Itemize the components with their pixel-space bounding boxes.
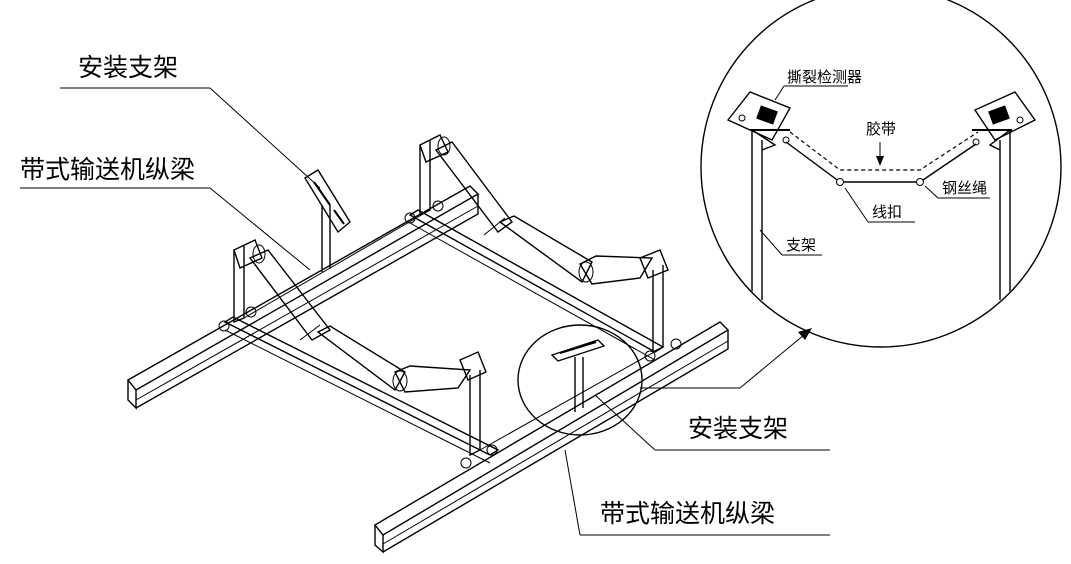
belt-line: [789, 131, 979, 171]
leader-lines: [20, 87, 830, 536]
label-stringer-bottom: 带式输送机纵梁: [600, 499, 775, 528]
label-mount-bracket-top: 安装支架: [78, 53, 178, 82]
lower-mount-bracket: [550, 339, 606, 412]
label-belt: 胶带: [866, 120, 896, 138]
zoom-region-circle: [517, 324, 643, 436]
upper-mount-bracket: [304, 169, 351, 272]
label-mount-bracket-bottom: 安装支架: [688, 414, 788, 443]
detail-circle: [700, 0, 1062, 348]
steel-cord-line: [785, 141, 977, 183]
right-idler-frame: [404, 134, 682, 362]
label-tear-detector: 撕裂检测器: [787, 68, 862, 86]
front-stringer-beam: [373, 321, 730, 554]
right-idler-rollers: [434, 136, 654, 285]
label-bracket: 支架: [786, 236, 816, 254]
tear-detector-right: [972, 91, 1037, 146]
label-steel-cord: 钢丝绳: [942, 179, 987, 197]
rear-stringer-beam: [126, 185, 480, 410]
tear-detector-left: [726, 91, 792, 144]
left-idler-rollers: [248, 244, 472, 393]
detail-view: [700, 0, 1062, 348]
left-idler-frame: [218, 239, 500, 469]
label-stringer-left: 带式输送机纵梁: [20, 155, 195, 184]
label-wire-clip: 线扣: [872, 203, 902, 221]
